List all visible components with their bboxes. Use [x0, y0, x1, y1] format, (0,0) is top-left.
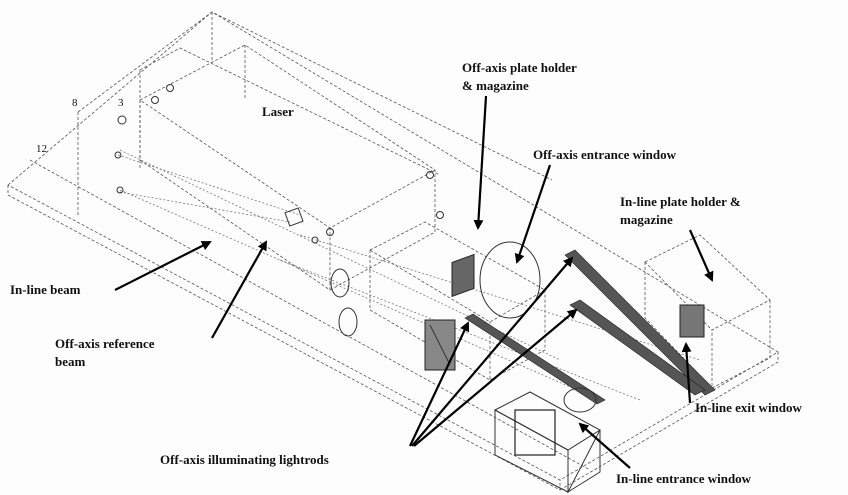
dimension-mark-c: 12 — [36, 143, 47, 155]
base-plate — [7, 11, 779, 491]
label-offaxis-plate-holder-line1: Off-axis plate holder — [462, 60, 577, 75]
label-offaxis-reference-beam-line2: beam — [55, 354, 86, 369]
arrow-lightrod-1 — [409, 321, 470, 447]
label-laser: Laser — [262, 104, 294, 119]
beam-lines — [117, 149, 701, 401]
arrow-lightrod-3 — [413, 308, 578, 447]
arrow-offaxis-plate-holder — [473, 95, 488, 230]
dimension-mark-b: 3 — [118, 97, 124, 109]
arrow-inline-entrance-window — [578, 422, 631, 469]
callout-arrows — [114, 95, 714, 469]
arrow-offaxis-entrance-window — [514, 164, 552, 264]
arrow-inline-beam — [114, 241, 212, 291]
arrow-lightrod-2 — [411, 256, 574, 447]
label-inline-entrance-window: In-line entrance window — [616, 471, 752, 486]
inline-plate-holder-block — [644, 234, 771, 389]
arrow-offaxis-reference-beam — [211, 240, 267, 339]
label-inline-beam: In-line beam — [10, 282, 81, 297]
offaxis-plate-holder-block — [369, 221, 546, 381]
lightrods — [464, 249, 716, 405]
label-inline-plate-holder-line2: magazine — [620, 212, 673, 227]
inline-entrance-window-block — [493, 387, 601, 494]
dimension-marks: 8 3 12 — [36, 97, 124, 155]
optics-components — [114, 84, 444, 337]
laser-box — [139, 44, 436, 291]
label-offaxis-reference-beam-line1: Off-axis reference — [55, 336, 155, 351]
label-inline-exit-window: In-line exit window — [695, 400, 803, 415]
arrow-inline-plate-holder — [688, 229, 714, 282]
label-offaxis-plate-holder-line2: & magazine — [462, 78, 529, 93]
arrow-inline-exit-window — [681, 342, 692, 404]
label-offaxis-entrance-window: Off-axis entrance window — [533, 147, 677, 162]
label-inline-plate-holder-line1: In-line plate holder & — [620, 194, 741, 209]
dimension-mark-a: 8 — [72, 97, 78, 109]
label-offaxis-illuminating-lightrods: Off-axis illuminating lightrods — [160, 452, 329, 467]
